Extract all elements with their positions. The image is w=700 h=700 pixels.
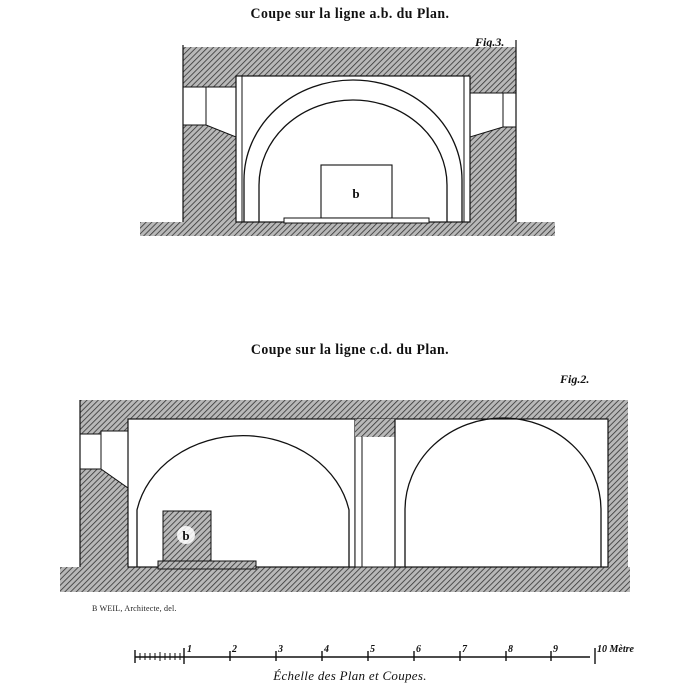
figure3-label: Fig.3. <box>475 35 505 49</box>
scale-tick-10: 10 Mètre <box>597 644 635 655</box>
figure3-inner-arch <box>258 99 448 222</box>
figure3-section: b <box>140 40 555 236</box>
figure3-title: Coupe sur la ligne a.b. du Plan. <box>250 6 450 22</box>
scale-bar: 1 2 3 4 5 6 7 8 9 10 Mètre <box>134 644 635 664</box>
scale-caption: Échelle des Plan et Coupes. <box>273 668 427 683</box>
figure2-right-wall <box>608 400 628 570</box>
figure3-outer-arch <box>243 79 463 222</box>
scale-tick-2: 2 <box>231 644 237 655</box>
figure3-ceiling-slab <box>183 47 516 76</box>
figure2-box-label: b <box>182 528 189 543</box>
figure2-section: b <box>60 400 630 592</box>
figure3-box-label: b <box>352 186 359 201</box>
figure2-lintel <box>355 419 395 437</box>
figure2-title: Coupe sur la ligne c.d. du Plan. <box>250 342 450 358</box>
scale-tick-1: 1 <box>187 644 192 655</box>
scale-tick-7: 7 <box>462 644 468 655</box>
scale-tick-9: 9 <box>553 644 558 655</box>
architect-credit: B WEIL, Architecte, del. <box>92 604 177 613</box>
figure3-ground <box>140 222 555 236</box>
scale-tick-3: 3 <box>277 644 283 655</box>
figure3-box-b <box>320 164 393 219</box>
figure2-label: Fig.2. <box>560 372 590 386</box>
figure2-right-arch <box>404 417 602 567</box>
scale-tick-6: 6 <box>416 644 421 655</box>
scale-tick-4: 4 <box>323 644 329 655</box>
scale-tick-8: 8 <box>508 644 513 655</box>
scale-tick-5: 5 <box>370 644 375 655</box>
figure2-left-arch <box>136 435 350 567</box>
figure2-ground <box>60 567 630 592</box>
